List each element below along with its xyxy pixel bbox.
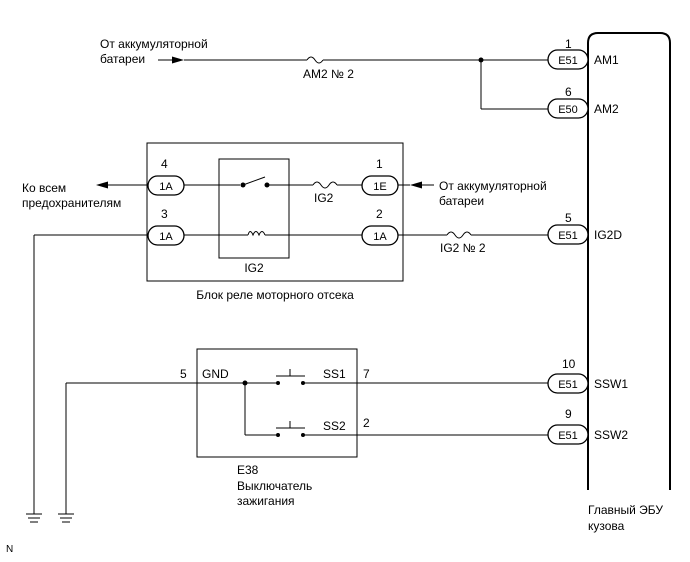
relay-block-label: Блок реле моторного отсека bbox=[196, 288, 354, 302]
terminal-gnd: GND bbox=[202, 367, 229, 381]
connector-1e-label: 1E bbox=[373, 181, 386, 193]
from-battery-top-line2: батареи bbox=[100, 52, 145, 66]
from-battery-top-line1: От аккумуляторной bbox=[100, 37, 208, 51]
terminal-am1: AM1 bbox=[594, 53, 619, 67]
connector-e51-ig2d bbox=[547, 224, 589, 245]
connector-e51-ssw2-label: E51 bbox=[558, 430, 578, 442]
to-all-fuses-line1: Ко всем bbox=[22, 181, 66, 195]
pin-relay-2: 2 bbox=[376, 207, 383, 221]
terminal-ss2: SS2 bbox=[323, 419, 346, 433]
terminal-ssw1: SSW1 bbox=[594, 377, 628, 391]
fuse-ig2-symbol bbox=[312, 181, 338, 189]
pin-sw-2: 2 bbox=[363, 416, 370, 430]
battery-top-arrow-icon bbox=[172, 56, 184, 64]
battery-mid-arrow-icon bbox=[410, 181, 422, 189]
terminal-am2: AM2 bbox=[594, 102, 619, 116]
ecu-body bbox=[587, 32, 671, 490]
connector-e51-am1 bbox=[547, 49, 589, 70]
connector-e51-ssw1 bbox=[547, 373, 589, 394]
pin-am2: 6 bbox=[565, 85, 572, 99]
relay-contact-arm bbox=[242, 176, 266, 186]
pin-relay-4: 4 bbox=[161, 157, 168, 171]
pin-sw-5: 5 bbox=[180, 367, 187, 381]
from-battery-mid-line1: От аккумуляторной bbox=[439, 179, 547, 193]
connector-e51-ig2d-label: E51 bbox=[558, 230, 578, 242]
relay-block-box bbox=[146, 142, 404, 282]
connector-e51-am1-label: E51 bbox=[558, 55, 578, 67]
fuse-am2-symbol bbox=[306, 56, 324, 64]
relay-ig2-box bbox=[218, 158, 290, 259]
switch-label-line1: Выключатель bbox=[237, 479, 312, 493]
corner-mark: N bbox=[6, 544, 13, 555]
relay-ig2-label: IG2 bbox=[244, 261, 264, 275]
connector-e51-ssw2 bbox=[547, 424, 589, 445]
to-fuses-arrow-icon bbox=[96, 181, 108, 189]
connector-e51-ssw1-label: E51 bbox=[558, 379, 578, 391]
pin-relay-3: 3 bbox=[161, 207, 168, 221]
relay-coil-icon bbox=[247, 231, 266, 237]
ss1-contact-left bbox=[276, 381, 280, 385]
ss2-contact-left bbox=[276, 433, 280, 437]
pin-am1: 1 bbox=[565, 37, 572, 51]
pin-relay-1: 1 bbox=[376, 157, 383, 171]
connector-1a-bottom-left-label: 1A bbox=[159, 231, 173, 243]
pin-ssw2: 9 bbox=[565, 407, 572, 421]
ecu-label-line2: кузова bbox=[588, 519, 625, 533]
pin-ssw1: 10 bbox=[562, 357, 576, 371]
pin-sw-7: 7 bbox=[363, 367, 370, 381]
from-battery-mid-line2: батареи bbox=[439, 194, 484, 208]
terminal-ig2d: IG2D bbox=[594, 228, 622, 242]
fuse-ig2-no2-label: IG2 № 2 bbox=[440, 241, 486, 255]
fuse-ig2-label: IG2 bbox=[314, 191, 334, 205]
connector-e50-am2 bbox=[547, 98, 589, 119]
switch-id: E38 bbox=[237, 463, 259, 477]
ecu-label-line1: Главный ЭБУ bbox=[588, 503, 663, 517]
switch-label-line2: зажигания bbox=[237, 494, 295, 508]
fuse-ig2-no2-symbol bbox=[446, 231, 472, 239]
to-all-fuses-line2: предохранителям bbox=[22, 196, 121, 210]
terminal-ssw2: SSW2 bbox=[594, 428, 628, 442]
connector-1a-bottom-right-label: 1A bbox=[373, 231, 387, 243]
terminal-ss1: SS1 bbox=[323, 367, 346, 381]
ignition-switch-box bbox=[196, 348, 358, 458]
connector-e50-am2-label: E50 bbox=[558, 104, 578, 116]
fuse-am2-label: AM2 № 2 bbox=[303, 67, 354, 81]
pin-ig2d: 5 bbox=[565, 211, 572, 225]
connector-1a-top-label: 1A bbox=[159, 181, 173, 193]
